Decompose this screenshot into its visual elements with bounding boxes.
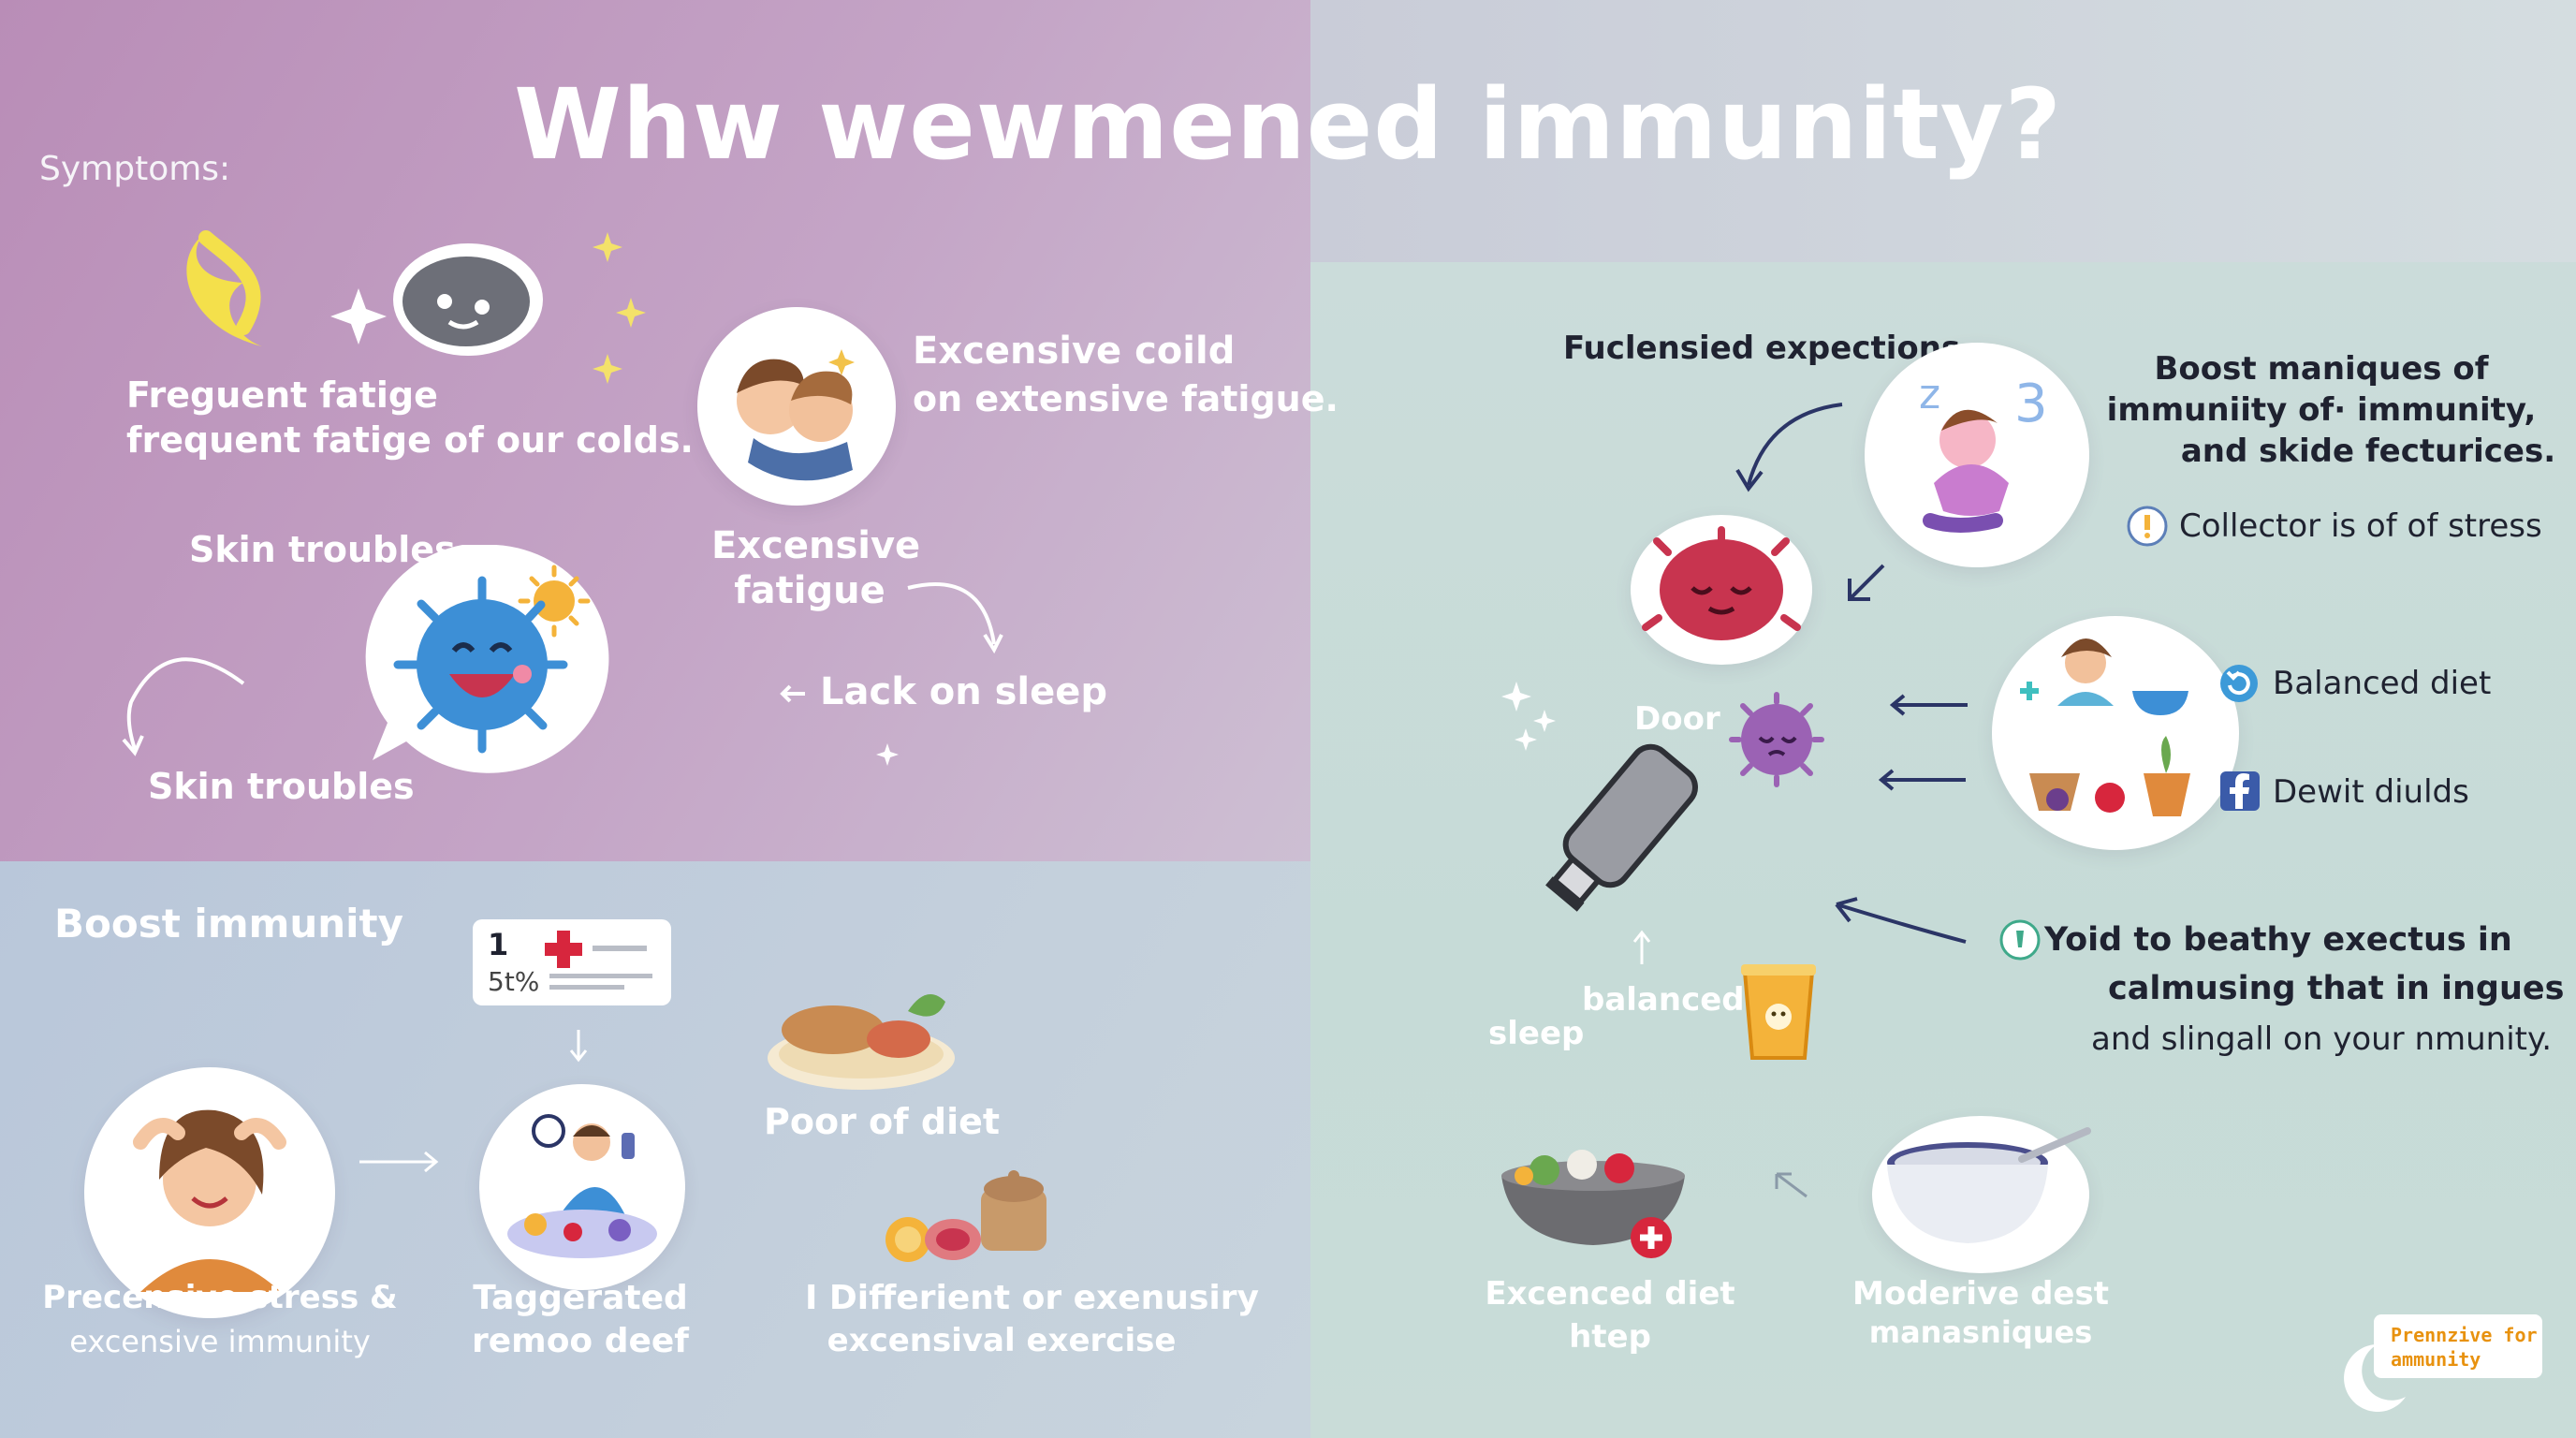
symptoms-heading: Symptoms: [39, 150, 231, 188]
sparkle-icon [330, 288, 387, 345]
lack-sleep-label: Lack on sleep [820, 670, 1108, 713]
stress-label-line2: excensive immunity [69, 1324, 371, 1359]
virus-red-icon [1642, 526, 1801, 640]
boost-text-line3: and skide fecturices. [2180, 433, 2556, 470]
empty-bowl-illustration [1872, 1116, 2091, 1273]
man-food-icon [507, 1114, 657, 1258]
star-icons [593, 232, 646, 384]
diet-label-line1: Taggerated [473, 1279, 688, 1317]
moderive-line2: manasniques [1868, 1314, 2093, 1350]
door-label: Door [1634, 700, 1720, 738]
salad-bowl-illustration [1501, 1150, 1685, 1258]
symptoms-panel [0, 0, 1310, 861]
sparkle-icon [876, 743, 899, 766]
woman-icon [133, 1109, 286, 1292]
storm-cloud-icon [393, 243, 543, 356]
arrow-right-icon [359, 1151, 439, 1173]
virus-blue-icon [393, 576, 568, 754]
curved-arrow-icon [1735, 403, 1843, 492]
medical-card: 1 5t% [473, 919, 671, 1005]
cold-label-line1: Excensive coild [913, 330, 1236, 373]
people-hugging-icon [737, 349, 855, 481]
refresh-icon [2220, 665, 2258, 702]
sleep-label: sleep [1488, 1015, 1585, 1052]
boost-text-line1: Boost maniques of [2154, 350, 2489, 388]
brand-badge: Prennzive for ammunity [2374, 1314, 2542, 1378]
red-virus-bubble [1631, 515, 1812, 665]
arrow-up-icon [1632, 930, 1651, 964]
diet-label-line2: remoo deef [472, 1322, 689, 1360]
hug-illustration [697, 307, 896, 506]
collection-label: Collector is of of stress [2179, 507, 2542, 545]
fatigue-label-line1: Freguent fatige [126, 374, 438, 416]
crescent-moon-icon [2344, 1344, 2406, 1412]
child-sleep-icon: z 3 [1919, 371, 2048, 533]
fruit-pot-illustration [886, 1170, 1046, 1262]
stressed-woman-illustration [84, 1067, 335, 1318]
virus-purple-icon [1729, 692, 1824, 787]
info-circle-icon [1999, 919, 2041, 961]
sparkle-icon [1501, 682, 1556, 751]
sun-icon [518, 565, 591, 638]
card-percent: 5t% [488, 966, 540, 997]
cold-label-line2: on extensive fatigue. [913, 378, 1339, 419]
expectations-label: Fuclensied expections [1563, 330, 1961, 367]
moon-icon [186, 234, 262, 346]
healthy-family-illustration [1992, 616, 2239, 850]
boost-heading: Boost immunity [54, 901, 403, 946]
badge-line1: Prennzive for [2391, 1324, 2538, 1346]
svg-text:3: 3 [2014, 374, 2048, 434]
poor-diet-label: Poor of diet [764, 1101, 1001, 1142]
card-number: 1 [488, 927, 509, 962]
arrow-left-icon [780, 684, 805, 703]
fatigue-center-line1: Excensive [711, 524, 921, 567]
fatigue-label-line2: frequent fatige of our colds. [126, 419, 694, 461]
arrow-up-left-icon [1775, 1172, 1808, 1198]
curved-arrow-icon [122, 657, 245, 756]
stress-label-line1: Precensive stress & [42, 1279, 398, 1316]
boost-text-line2: immuniity of· immunity, [2106, 391, 2537, 429]
yoid-line2: calmusing that in ingues [2108, 970, 2565, 1007]
facebook-icon [2220, 771, 2260, 811]
sleeping-child-illustration: z 3 [1865, 343, 2089, 567]
exercise-label-line2: excensival exercise [827, 1322, 1177, 1359]
balanced-diet-label: Balanced diet [2273, 665, 2492, 702]
balanced-label: balanced [1582, 981, 1745, 1019]
moderive-line1: Moderive dest [1852, 1275, 2109, 1313]
badge-line2: ammunity [2391, 1348, 2481, 1371]
excenced-line1: Excenced diet [1485, 1275, 1735, 1313]
header-right-panel [1310, 0, 2576, 262]
dewit-label: Dewit diulds [2273, 773, 2469, 811]
curved-arrow-icon [907, 582, 1003, 654]
skin-troubles-bottom: Skin troubles [148, 766, 415, 807]
moon-cloud-illustration [186, 230, 646, 384]
bottle-icon [1545, 743, 1698, 912]
red-cross-icon [545, 931, 652, 990]
arrow-down-left-icon [1848, 564, 1885, 601]
page-title: Whw wewmened immunity? [514, 67, 2062, 182]
arrow-left-icon [1889, 694, 1968, 716]
yoid-line1: Yoid to beathy exectus in [2044, 921, 2512, 959]
arrow-left-icon [1878, 769, 1966, 791]
fatigue-center-line2: fatigue [734, 569, 886, 612]
virus-speech-bubble [365, 545, 609, 773]
info-bulb-icon [2127, 506, 2168, 547]
arrow-left-icon [1835, 897, 1967, 944]
food-plate-illustration [768, 994, 955, 1090]
skin-troubles-top: Skin troubles [189, 529, 456, 570]
yoid-line3: and slingall on your nmunity. [2091, 1020, 2553, 1058]
bowl-spoon-icon [1887, 1127, 2091, 1243]
family-garden-icon [2020, 638, 2190, 816]
juice-glass-icon [1741, 964, 1816, 1060]
exercise-label-line1: I Differient or exenusiry [805, 1279, 1259, 1317]
arrow-down-icon [569, 1030, 588, 1063]
excenced-line2: htep [1569, 1318, 1651, 1356]
svg-text:z: z [1919, 371, 1940, 418]
man-eating-illustration [479, 1084, 685, 1290]
